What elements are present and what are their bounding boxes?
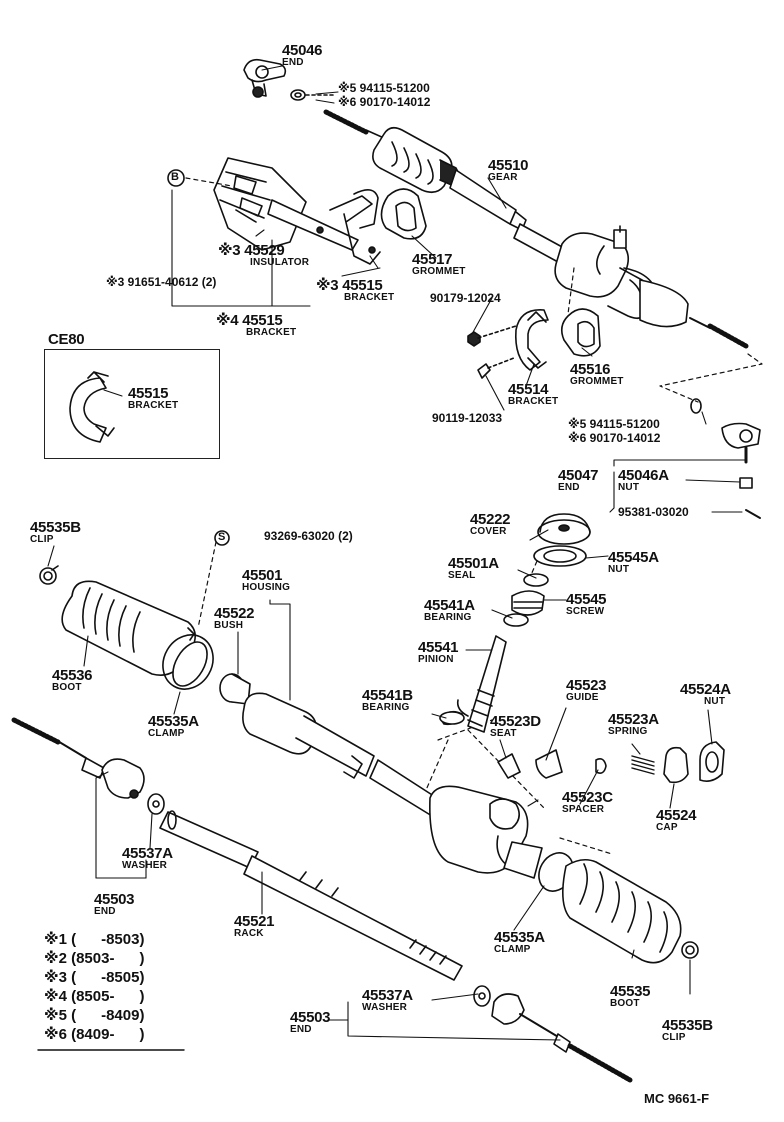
clip-left [39, 565, 59, 585]
cover-nut-screw-stack [503, 513, 591, 627]
part-45541A-bearing: 45541A BEARING [424, 597, 475, 623]
part-45516-grommet: 45516 GROMMET [570, 361, 624, 387]
part-45535A-clamp-right: 45535A CLAMP [494, 929, 545, 955]
leader-lines-upper [171, 65, 747, 513]
part-45541B-bearing: 45541B BEARING [362, 687, 413, 713]
clamp-boot-right [538, 852, 699, 964]
legend-row: ※5 ( -8409) [44, 1007, 145, 1024]
legend-row: ※2 (8503- ) [44, 950, 145, 967]
bracket-45514 [514, 309, 549, 371]
nut-90170-top: ※6 90170-14012 [338, 95, 431, 109]
nut-90170-right: ※6 90170-14012 [568, 431, 661, 445]
reference-circles [167, 169, 230, 546]
part-45523A-spring: 45523A SPRING [608, 711, 659, 737]
part-45545-screw: 45545 SCREW [566, 591, 607, 617]
bolt-93269: 93269-63020 (2) [264, 529, 353, 543]
part-45501-housing: 45501 HOUSING [242, 567, 291, 593]
circle-b-letter: B [171, 171, 179, 183]
rack-housing [242, 692, 543, 879]
grommet-45517 [380, 188, 427, 240]
bolt-90179: 90179-12024 [430, 291, 501, 305]
washer-end-right [473, 985, 633, 1083]
legend-row: ※6 (8409- ) [44, 1026, 145, 1043]
part-45537A-washer-right: 45537A WASHER [362, 987, 413, 1013]
part-45524-cap: 45524 CAP [656, 807, 697, 833]
part-45545A-nut: 45545A NUT [608, 549, 659, 575]
part-45523D-seat: 45523D SEAT [490, 713, 541, 739]
part-45537A-washer-left: 45537A WASHER [122, 845, 173, 871]
rack-left-end [11, 717, 165, 815]
part-45501A-seal: 45501A SEAL [448, 555, 499, 581]
part-45541-pinion: 45541 PINION [418, 639, 459, 665]
steering-gear-upper [323, 109, 749, 349]
part-45523-guide: 45523 GUIDE [566, 677, 607, 703]
guide-spring-cap [497, 741, 725, 784]
date-code-legend: ※1 ( -8503) ※2 (8503- ) ※3 ( -8505) ※4 (… [44, 932, 144, 1046]
part-45046-end-top: 45046 END [282, 42, 323, 68]
boot-left [61, 580, 214, 690]
ce80-bracket-drawing [69, 371, 123, 443]
part-45046A-nut: 45046A NUT [618, 467, 669, 493]
part-45222-cover: 45222 COVER [470, 511, 511, 537]
part-45515-bracket-a: ※3 45515 BRACKET [316, 277, 395, 303]
part-45514-bracket: 45514 BRACKET [508, 381, 559, 407]
legend-row: ※3 ( -8505) [44, 969, 145, 986]
insulator-bracket-assembly [213, 157, 381, 265]
pinion [439, 635, 507, 733]
part-45535B-clip-right: 45535B CLIP [662, 1017, 713, 1043]
part-45536-boot: 45536 BOOT [52, 667, 93, 693]
part-45524A-nut: 45524A NUT [680, 681, 731, 707]
part-45529-insulator: ※3 45529 INSULATOR [218, 242, 310, 268]
legend-row: ※4 (8505- ) [44, 988, 145, 1005]
part-45535-boot: 45535 BOOT [610, 983, 651, 1009]
grommet-45516 [560, 308, 601, 357]
legend-row: ※1 ( -8503) [44, 931, 145, 948]
part-45517-grommet: 45517 GROMMET [412, 251, 466, 277]
nut-94115-right: ※5 94115-51200 [568, 417, 660, 431]
part-45523C-spacer: 45523C SPACER [562, 789, 613, 815]
part-45047-end: 45047 END [558, 467, 599, 493]
tie-rod-end-right [690, 398, 761, 519]
part-45535A-clamp-left: 45535A CLAMP [148, 713, 199, 739]
bolt-91651: ※3 91651-40612 (2) [106, 275, 217, 289]
circle-s-letter: S [218, 531, 226, 543]
nut-94115-top: ※5 94115-51200 [338, 81, 430, 95]
diagram-code: MC 9661-F [644, 1091, 710, 1106]
bush [219, 673, 251, 705]
bolts-center [467, 325, 517, 379]
pin-95381: 95381-03020 [618, 505, 689, 519]
rack [159, 810, 463, 981]
tie-rod-end-top [243, 58, 287, 98]
part-45510-gear: 45510 GEAR [488, 157, 529, 183]
bolt-90119: 90119-12033 [432, 411, 503, 425]
leader-lines-lower [47, 529, 713, 1041]
part-45515-bracket-b: ※4 45515 BRACKET [216, 312, 297, 338]
nut-top [290, 89, 337, 101]
part-45522-bush: 45522 BUSH [214, 605, 255, 631]
part-45521-rack: 45521 RACK [234, 913, 275, 939]
ce80-variant-box [44, 349, 220, 459]
part-45503-end-left: 45503 END [94, 891, 135, 917]
part-45503-end-right: 45503 END [290, 1009, 331, 1035]
part-45535B-clip-left: 45535B CLIP [30, 519, 81, 545]
ce80-label: CE80 [48, 331, 85, 348]
part-45515-ce80-bracket: 45515 BRACKET [128, 385, 179, 411]
